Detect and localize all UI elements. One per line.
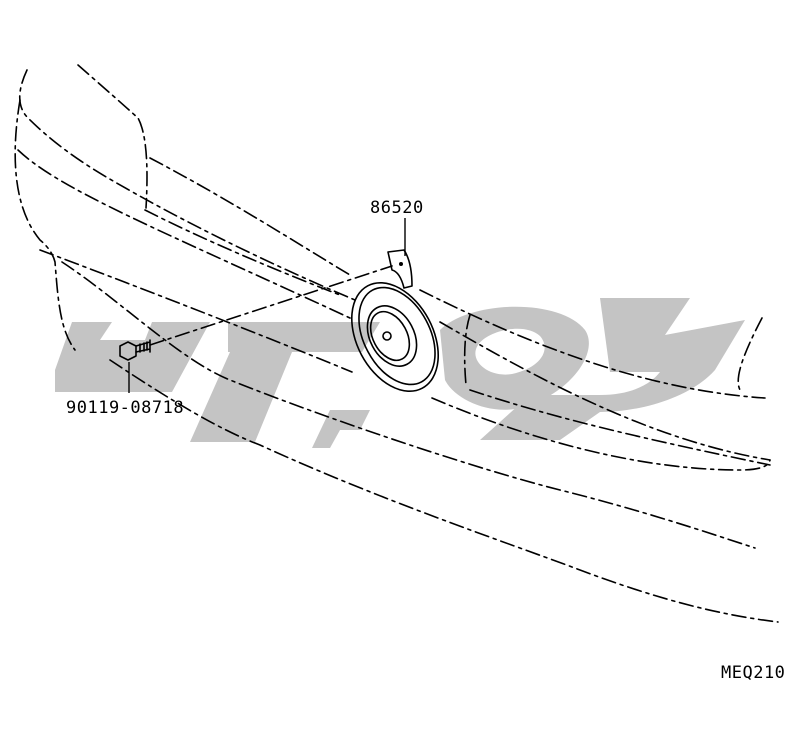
lower-grille-line: [469, 389, 771, 466]
horn-outer-rim: [350, 281, 440, 393]
grille-mid-line: [439, 321, 771, 461]
body-upper-line: [149, 157, 351, 276]
grille-lower-line: [431, 397, 771, 471]
horn-center-nut: [382, 331, 392, 341]
horn-outer-rim-inner: [358, 286, 436, 386]
figure-code: MEQ210: [721, 663, 785, 683]
bumper-left-contour: [18, 69, 356, 301]
horn-part-number: 86520: [370, 198, 424, 218]
bumper-mid-line: [17, 149, 351, 319]
horn-assembly: [350, 249, 440, 393]
horn-diaphragm-inner: [369, 310, 411, 362]
body-line-b: [144, 209, 341, 296]
bracket-hole: [399, 262, 403, 266]
grille-top-line: [419, 289, 766, 399]
horn-bracket: [387, 249, 413, 289]
installation-line: [149, 265, 393, 346]
opening-edge: [463, 314, 471, 386]
right-edge: [737, 317, 763, 391]
bumper-top-edge: [77, 64, 148, 209]
bolt-part-number: 90119-08718: [66, 398, 184, 418]
bolt: [119, 339, 151, 361]
bumper-lower-contour: [61, 261, 756, 549]
bumper-bottom-edge: [109, 359, 779, 623]
bumper-outline: [14, 64, 779, 623]
horn-diaphragm: [366, 305, 418, 367]
bumper-left-face: [14, 99, 76, 351]
bumper-lower-face: [39, 249, 353, 373]
